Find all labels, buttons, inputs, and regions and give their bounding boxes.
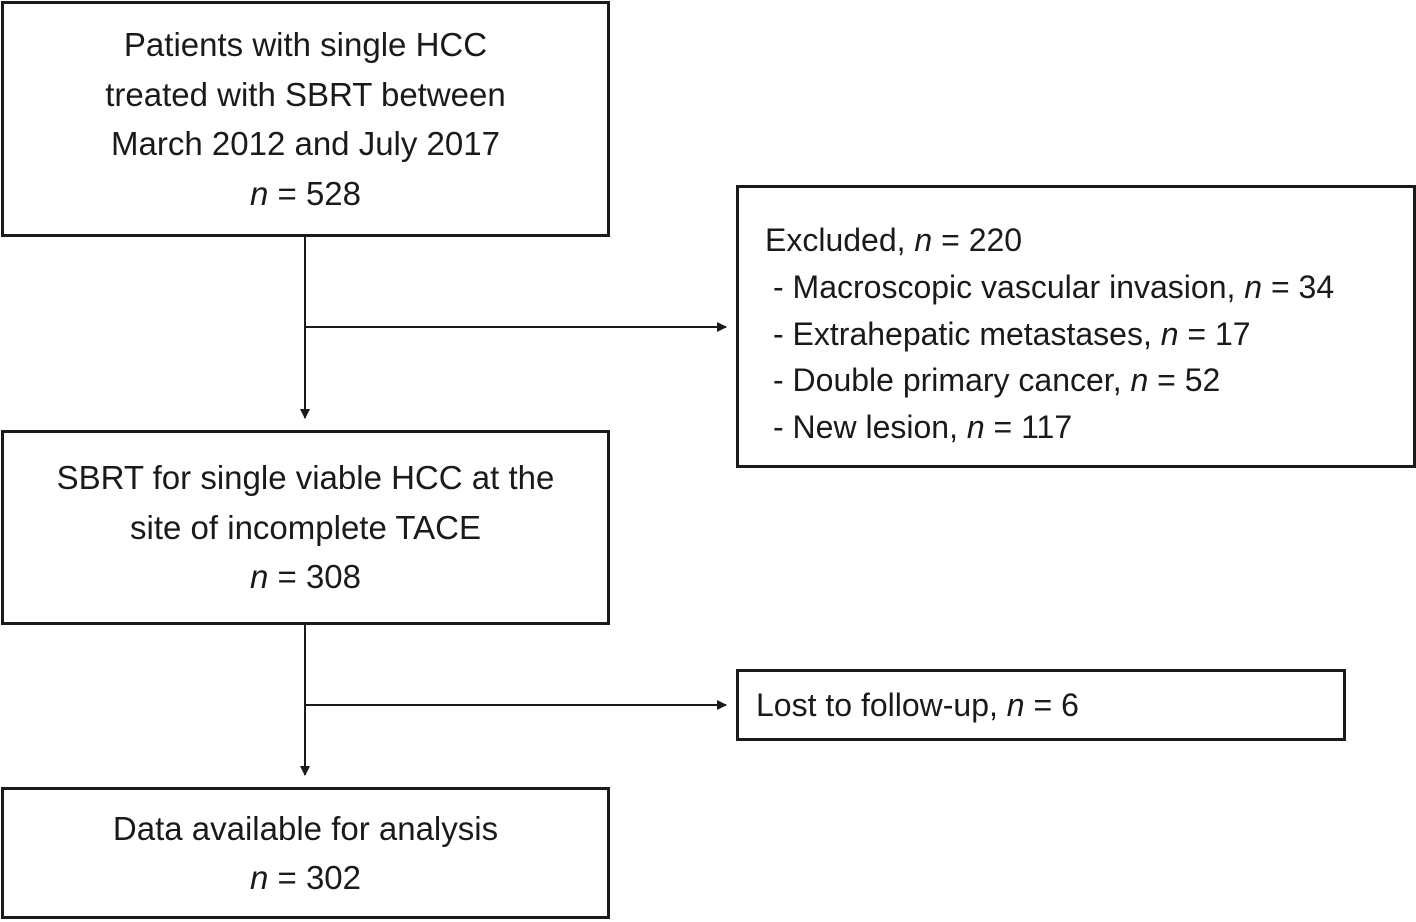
excluded-heading-text: Excluded, [765,222,915,258]
n-symbol: n [1244,269,1263,305]
excluded-item-text: - New lesion, [773,408,967,445]
enrolled-line-1: Patients with single HCC [123,26,488,63]
excluded-heading: Excluded, n = 220 [765,216,1413,264]
n-symbol: n [249,558,269,596]
analysis-count: n = 302 [250,853,361,903]
excluded-item-value: = 17 [1178,315,1251,352]
sbrt-line-2: site of incomplete TACE [130,508,481,546]
n-symbol: n [1006,686,1025,723]
analysis-line-1: Data available for analysis [112,809,499,847]
n-symbol: n [249,859,269,896]
excluded-item-vascular-invasion: - Macroscopic vascular invasion, n = 34 [765,264,1413,311]
n-symbol: n [914,222,933,258]
lost-to-follow-up-box: Lost to follow-up, n = 6 [736,669,1346,741]
n-symbol: n [1160,315,1179,352]
lost-value: = 6 [1024,686,1079,723]
excluded-item-text: - Macroscopic vascular invasion, [773,269,1245,305]
excluded-item-value: = 52 [1148,362,1221,398]
lost-label: Lost to follow-up, n = 6 [756,687,1079,724]
excluded-item-extrahepatic-metastases: - Extrahepatic metastases, n = 17 [765,311,1413,358]
excluded-item-text: - Double primary cancer, [773,362,1131,398]
excluded-item-text: - Extrahepatic metastases, [773,315,1161,352]
excluded-item-value: = 117 [984,408,1073,445]
n-symbol: n [249,174,269,212]
enrolled-count-value: = 528 [268,174,362,212]
lost-text: Lost to follow-up, [756,686,1007,723]
excluded-item-value: = 34 [1262,269,1335,305]
sbrt-count-value: = 308 [268,558,362,596]
excluded-item-double-primary-cancer: - Double primary cancer, n = 52 [765,357,1413,404]
analysis-box: Data available for analysis n = 302 [1,787,610,919]
sbrt-line-1: SBRT for single viable HCC at the [56,459,555,497]
n-symbol: n [1130,362,1149,398]
n-symbol: n [966,408,985,445]
enrolled-patients-box: Patients with single HCC treated with SB… [1,1,610,237]
enrolled-line-2: treated with SBRT between [105,75,506,113]
enrolled-line-3: March 2012 and July 2017 [111,125,500,162]
enrolled-count: n = 528 [250,169,361,219]
excluded-item-new-lesion: - New lesion, n = 117 [765,404,1413,451]
sbrt-count: n = 308 [250,552,361,602]
excluded-heading-value: = 220 [932,222,1023,258]
sbrt-viable-hcc-box: SBRT for single viable HCC at the site o… [1,430,610,625]
excluded-box: Excluded, n = 220 - Macroscopic vascular… [736,185,1416,468]
analysis-count-value: = 302 [268,859,362,896]
